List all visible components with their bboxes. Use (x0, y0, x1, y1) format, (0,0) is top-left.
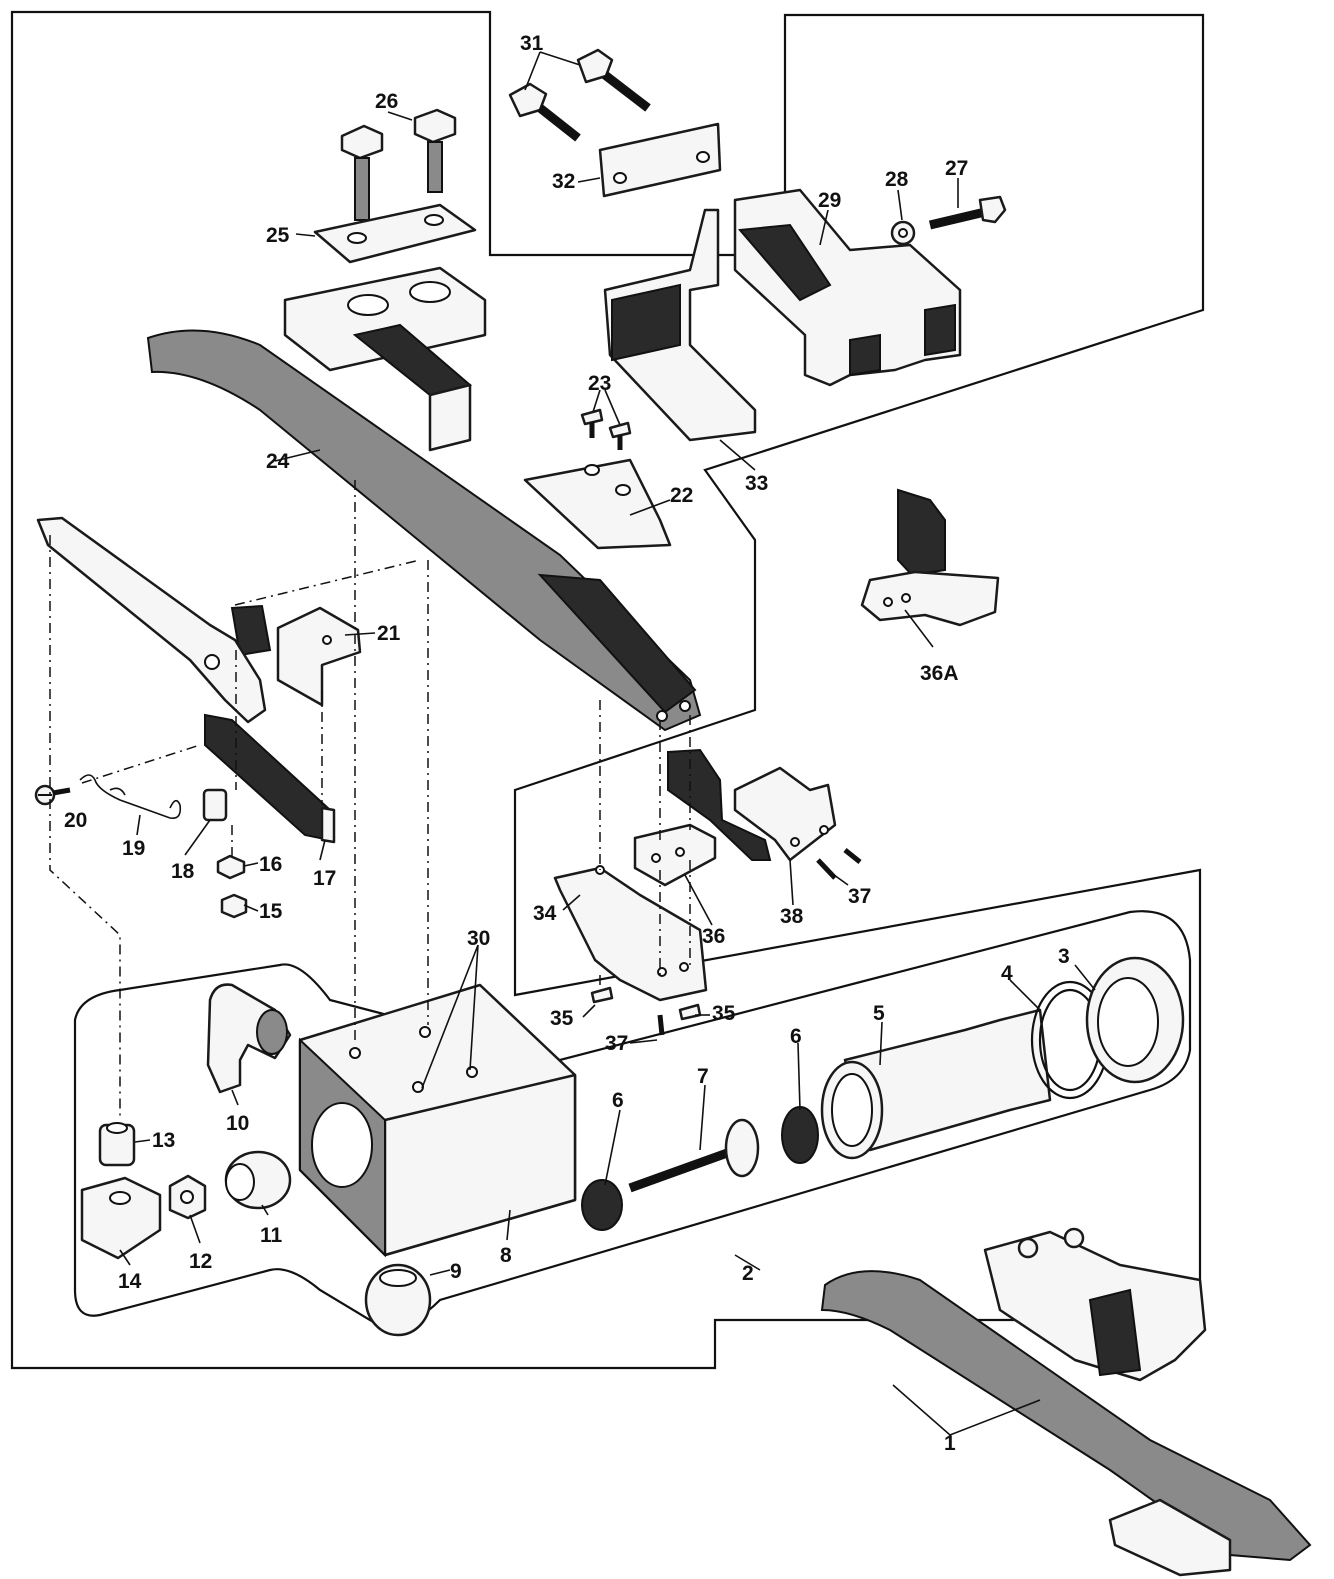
tee-14 (80, 1176, 162, 1260)
part-36a (860, 488, 1000, 627)
callout-30: 30 (467, 927, 490, 950)
callout-33: 33 (745, 472, 768, 495)
bracket-36 (633, 823, 717, 887)
callout-14: 14 (118, 1270, 142, 1293)
callout-labels: 1 2 3 4 5 6 6 7 8 9 10 11 12 13 14 15 16… (64, 32, 1070, 1455)
nut-12 (168, 1174, 207, 1220)
link-arm (36, 516, 267, 724)
plate-25 (313, 203, 477, 264)
screw-15 (220, 893, 248, 919)
sleeve-5 (820, 1008, 1052, 1160)
rod-7 (628, 1118, 760, 1193)
callout-6-right: 6 (790, 1025, 802, 1048)
callout-31: 31 (520, 32, 544, 55)
rail-17 (204, 713, 336, 844)
part-38 (667, 748, 837, 862)
callout-21: 21 (377, 622, 401, 645)
screw-31-lower (508, 82, 581, 142)
leader-lines (119, 51, 1096, 1436)
screw-20 (34, 784, 71, 806)
sleeve-18 (202, 788, 228, 822)
callout-34: 34 (533, 902, 557, 925)
callout-18: 18 (171, 860, 195, 883)
lower-assembly-outline (73, 910, 1192, 1328)
washer-6-right (781, 1106, 819, 1164)
nut-16 (216, 854, 246, 880)
callout-15: 15 (259, 900, 283, 923)
callout-16: 16 (259, 853, 282, 876)
callout-25: 25 (266, 224, 290, 247)
callout-13: 13 (152, 1129, 175, 1152)
callout-36a: 36A (920, 662, 959, 685)
callout-12: 12 (189, 1250, 212, 1273)
callout-26: 26 (375, 90, 398, 113)
callout-27: 27 (945, 157, 968, 180)
plate-34 (553, 865, 708, 1002)
washer-28 (890, 220, 916, 246)
callout-37-bottom: 37 (605, 1032, 628, 1055)
carrier-block (283, 266, 487, 452)
callout-4: 4 (1001, 962, 1013, 985)
bracket-33 (603, 208, 757, 442)
callout-19: 19 (122, 837, 145, 860)
assembled-unit-1 (820, 1227, 1312, 1577)
alignment-lines (49, 480, 691, 1120)
callout-28: 28 (885, 168, 909, 191)
bolt-26-left (340, 124, 384, 221)
block-29 (733, 188, 962, 387)
lever-24 (146, 329, 702, 732)
callout-7: 7 (697, 1065, 709, 1088)
screw-23-right (608, 421, 632, 450)
callout-11: 11 (260, 1224, 283, 1247)
fitting-11 (224, 1150, 292, 1210)
bolt-26-right (413, 108, 457, 193)
callout-5: 5 (873, 1002, 885, 1025)
callout-20: 20 (64, 809, 87, 832)
fitting-9 (364, 1263, 432, 1337)
screw-27 (928, 195, 1007, 230)
callout-38: 38 (780, 905, 804, 928)
callout-32: 32 (552, 170, 575, 193)
cap-3 (1085, 956, 1185, 1084)
callout-23: 23 (588, 372, 611, 395)
plate-32 (598, 122, 722, 198)
elbow-10 (206, 983, 292, 1094)
screw-37-right (816, 848, 862, 880)
callout-6-left: 6 (612, 1089, 624, 1112)
callout-3: 3 (1058, 945, 1070, 968)
callout-2: 2 (742, 1262, 754, 1285)
plate-22 (523, 458, 672, 550)
callout-22: 22 (670, 484, 693, 507)
screw-23-left (580, 408, 604, 438)
callout-10: 10 (226, 1112, 249, 1135)
callout-29: 29 (818, 189, 841, 212)
callout-17: 17 (313, 867, 336, 890)
callout-35-right: 35 (712, 1002, 736, 1025)
callout-1: 1 (944, 1432, 956, 1455)
callout-24: 24 (266, 450, 290, 473)
bracket-21 (230, 604, 362, 707)
callout-35-left: 35 (550, 1007, 574, 1030)
washer-6-left (581, 1179, 623, 1231)
main-frame (10, 10, 1205, 1370)
callout-36: 36 (702, 925, 725, 948)
spring-19 (79, 774, 182, 820)
block-8 (298, 983, 577, 1258)
callout-9: 9 (450, 1260, 462, 1283)
screw-31-upper (576, 48, 651, 112)
callout-8: 8 (500, 1244, 512, 1267)
callout-37-right: 37 (848, 885, 871, 908)
cap-13 (98, 1122, 136, 1167)
